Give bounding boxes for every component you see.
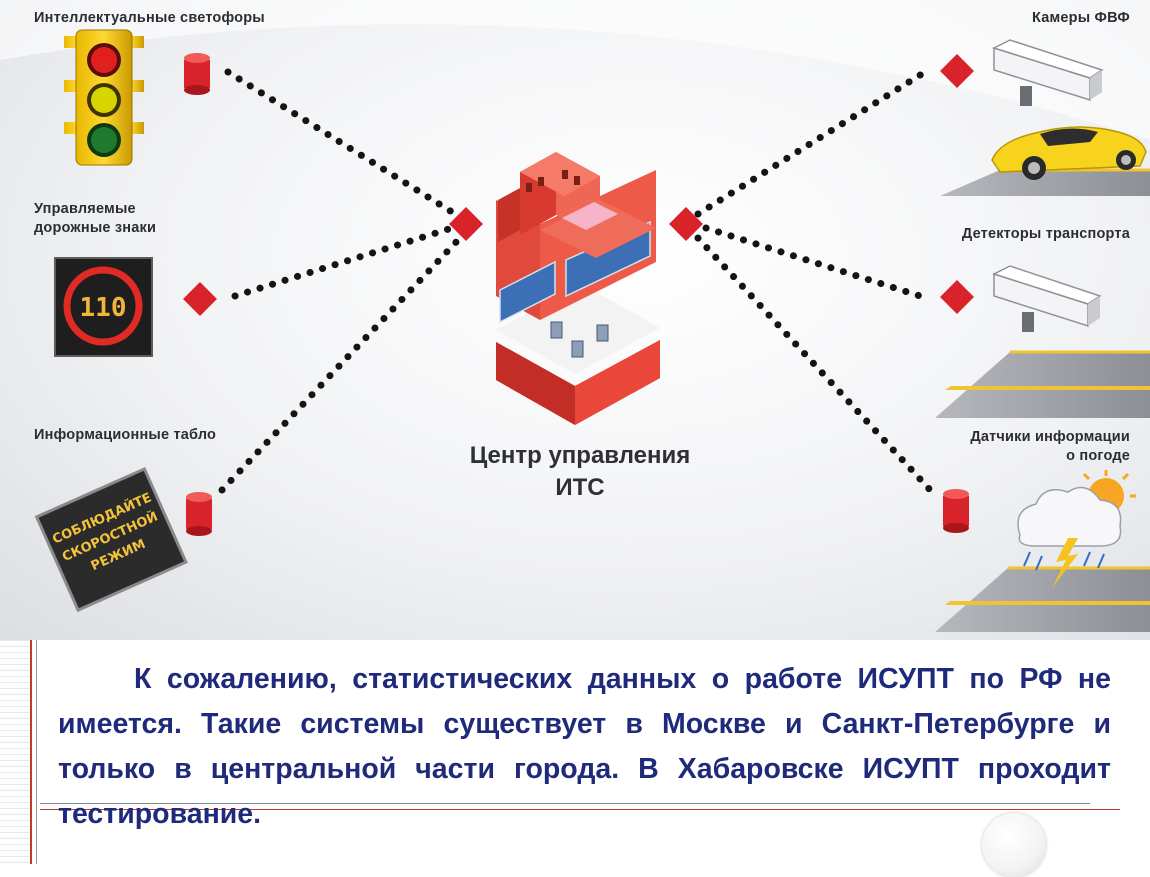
label-traffic-lights: Интеллектуальные светофоры: [34, 10, 265, 26]
label-detectors: Детекторы транспорта: [961, 226, 1130, 242]
paragraph-text: К сожалению, статистических данных о раб…: [58, 663, 1111, 830]
body-paragraph: К сожалению, статистических данных о раб…: [58, 657, 1111, 837]
slide-text-area: [0, 640, 1150, 864]
label-weather-line: о погоде: [1066, 448, 1130, 464]
connection-lines: [218, 68, 936, 496]
speed-sign-value: 110: [80, 293, 127, 323]
slide-nav-button[interactable]: [982, 813, 1046, 877]
center-title-line: Центр управления: [469, 442, 691, 469]
center-title: Центр управления ИТС: [430, 440, 730, 504]
camera-icon: [992, 39, 1104, 106]
info-board-icon: СОБЛЮДАЙТЕ СКОРОСТНОЙ РЕЖИМ: [34, 466, 188, 613]
cylinder-node-bottom-right: [943, 489, 969, 533]
control-center-building-icon: [496, 152, 660, 425]
cylinder-node-top-left: [184, 53, 210, 95]
traffic-light-icon: [64, 29, 144, 166]
cylinder-node-bottom-left: [186, 492, 212, 536]
diagram-graphics: 110 СОБЛЮДАЙТЕ СКОРОСТНОЙ РЕЖИМ: [34, 29, 1150, 632]
margin-line: [30, 640, 32, 864]
detector-camera-icon: [992, 265, 1102, 332]
diamond-node-center-left: [449, 207, 483, 241]
label-cameras: Камеры ФВФ: [1031, 10, 1130, 26]
connector-nodes: [183, 53, 974, 536]
car-icon: [991, 126, 1147, 180]
speed-sign-icon: 110: [54, 257, 153, 357]
label-weather-line: Датчики информации: [970, 429, 1130, 445]
weather-icon: [1017, 470, 1136, 588]
label-info-boards: Информационные табло: [34, 427, 217, 443]
ruled-line: [40, 809, 1120, 810]
diamond-node-center-right: [669, 207, 703, 241]
label-road-signs-line: дорожные знаки: [34, 220, 157, 236]
label-road-signs: Управляемые дорожные знаки: [34, 200, 156, 238]
ruled-line: [40, 803, 1090, 804]
center-title-line: ИТС: [555, 474, 605, 501]
road-graphics: [935, 168, 1150, 632]
its-diagram: 110 СОБЛЮДАЙТЕ СКОРОСТНОЙ РЕЖИМ: [0, 0, 1150, 640]
diamond-node-mid-right: [940, 280, 974, 314]
diamond-node-mid-left: [183, 282, 217, 316]
label-weather: Датчики информации о погоде: [970, 428, 1130, 466]
label-road-signs-line: Управляемые: [34, 201, 136, 217]
margin-line: [36, 640, 37, 864]
